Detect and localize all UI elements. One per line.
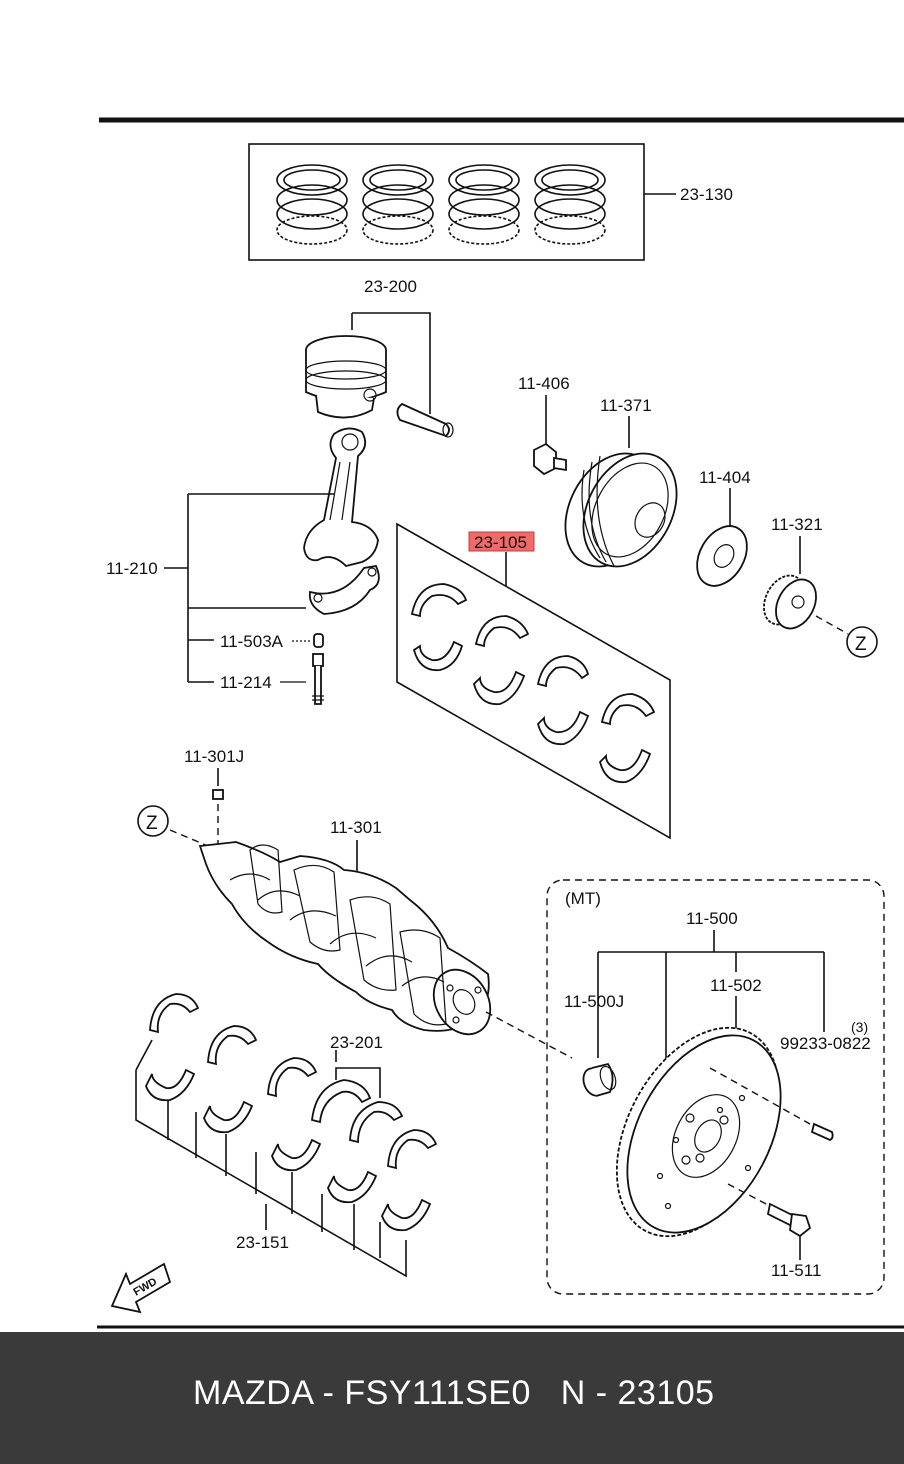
pulley-bolt[interactable] [533,395,567,476]
ref-circle-z-top[interactable]: Z [846,626,878,658]
label-flywheel-assy[interactable]: 11-500 [686,909,738,928]
ring-stack-1 [276,164,348,245]
crank-key[interactable] [212,768,224,844]
label-key[interactable]: 11-301J [184,747,244,766]
piston-ring-set[interactable] [248,143,676,261]
connecting-rod[interactable] [303,427,379,567]
fwd-arrow-icon: FWD [110,1262,172,1314]
ref-z-top-text: Z [855,634,867,655]
ref-z-bottom-text: Z [146,813,158,834]
label-ring-gear[interactable]: 11-502 [710,976,762,995]
label-pulley-bolt[interactable]: 11-406 [518,374,570,393]
label-crankshaft[interactable]: 11-301 [330,818,382,837]
label-thrust-bearings[interactable]: 23-201 [330,1033,383,1052]
piston-pin[interactable] [396,402,454,438]
label-pulley[interactable]: 11-371 [600,396,652,415]
crank-pulley[interactable] [547,416,696,583]
footer-bar: MAZDA - FSY111SE0 N - 23105 [0,1332,904,1464]
mt-group-box [546,879,885,1295]
piston[interactable] [305,312,431,419]
ring-stack-4 [534,164,606,245]
label-conrod-nut[interactable]: 11-503A [220,632,284,651]
label-pin[interactable]: 99233-0822 [780,1034,871,1053]
label-conrod[interactable]: 11-210 [106,559,158,578]
flywheel-bolt[interactable] [727,1183,812,1260]
conrod-nut[interactable] [292,633,324,648]
conrod-bracket [164,493,334,683]
pilot-bearing[interactable] [580,1062,619,1099]
dowel-pin[interactable] [810,1122,834,1141]
label-pilot-bearing[interactable]: 11-500J [564,992,624,1011]
flywheel[interactable] [584,1000,813,1264]
label-highlight [468,531,535,552]
main-bearing-set[interactable] [135,993,438,1278]
label-conrod-bolt[interactable]: 11-214 [220,673,272,692]
label-main-bearings[interactable]: 23-151 [236,1233,289,1252]
part-reference: MAZDA - FSY111SE0 N - 23105 [193,1374,715,1412]
label-piston[interactable]: 23-200 [364,277,417,296]
label-sprocket[interactable]: 11-321 [771,515,823,534]
parts-diagram: 23-130 23-200 11-210 11-503A [97,117,904,1329]
rod-bearing-shells [410,583,656,784]
ring-stack-2 [362,164,434,245]
thrust-bearings[interactable] [311,1050,404,1144]
rod-bearing-set[interactable] [396,522,671,840]
ref-circle-z-bottom[interactable]: Z [137,805,209,847]
connecting-rod-cap[interactable] [308,564,380,615]
label-rod-bearings[interactable]: 23-105 [474,533,527,552]
label-rings[interactable]: 23-130 [680,185,733,204]
conrod-bolt[interactable] [280,653,324,705]
label-flywheel-bolt[interactable]: 11-511 [771,1261,821,1280]
washer[interactable] [687,488,757,595]
label-transmission[interactable]: (MT) [565,889,601,908]
crank-sprocket[interactable] [756,536,849,635]
label-pin-qty: (3) [851,1019,868,1035]
label-washer[interactable]: 11-404 [699,468,751,487]
crankshaft[interactable] [198,840,573,1059]
ring-stack-3 [448,164,520,245]
